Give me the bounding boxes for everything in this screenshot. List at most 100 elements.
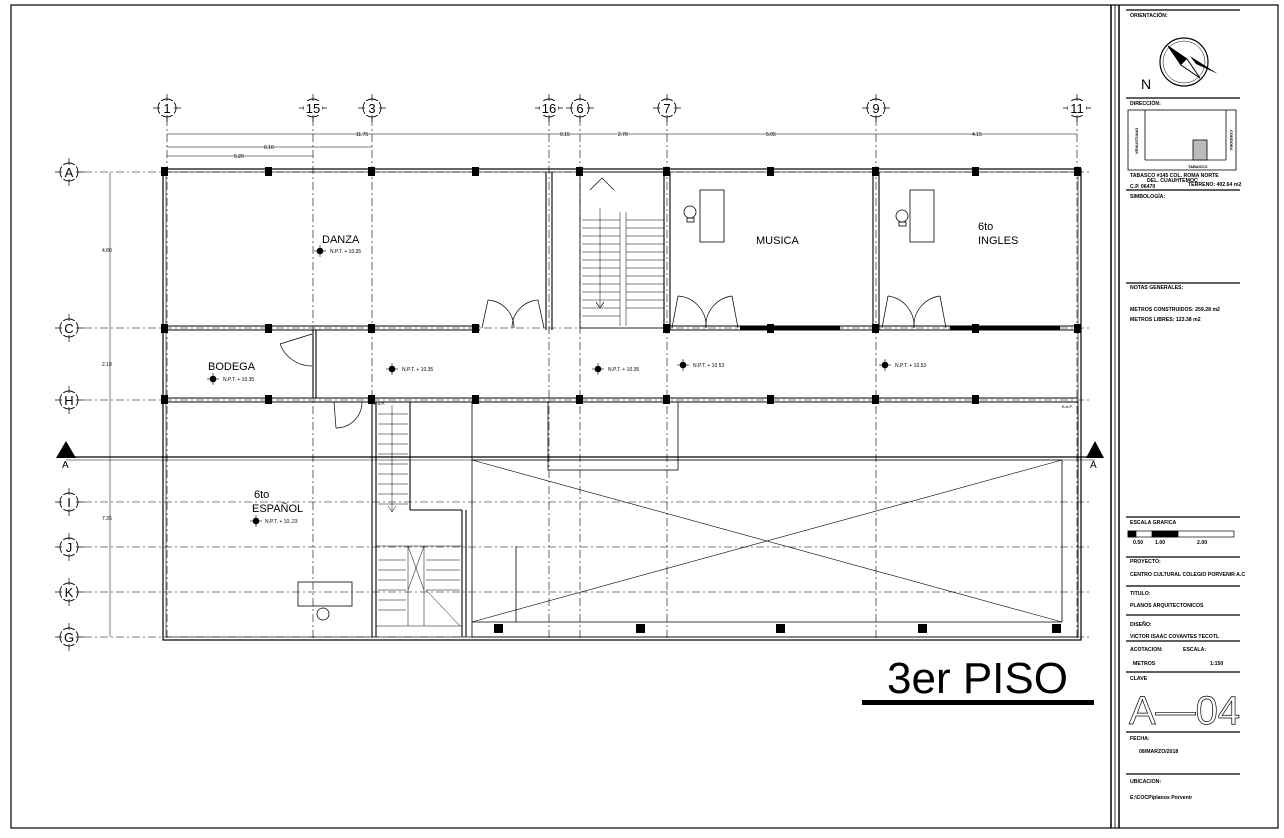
address-line-3: C.P. 06470 xyxy=(1130,184,1155,190)
scale-tick-2: 1.00 xyxy=(1155,540,1165,546)
notas-label: NOTAS GENERALES: xyxy=(1130,285,1183,291)
level-tag-hall-1: N.P.T. + 10.35 xyxy=(402,367,433,373)
graphic-scale-bar xyxy=(1127,530,1235,538)
orientacion-label: ORIENTACIÓN: xyxy=(1130,11,1168,19)
clave-value: A—04 xyxy=(1129,689,1240,733)
lower-stairs xyxy=(375,405,463,627)
axis-label-a: A xyxy=(65,165,74,180)
axis-label-11: 11 xyxy=(1070,101,1084,116)
section-marker-left-icon xyxy=(56,441,76,458)
metros-construidos: METROS CONSTRUIDOS: 259.28 m2 xyxy=(1130,307,1220,313)
plan-title: 3er PISO xyxy=(887,654,1068,703)
grid-lines-horizontal xyxy=(84,171,1090,638)
axis-label-16: 16 xyxy=(542,101,556,116)
axis-label-c: C xyxy=(64,321,73,336)
titulo-label: TITULO: xyxy=(1130,591,1151,597)
room-bodega: BODEGA xyxy=(208,361,256,373)
ubicacion-value: E:\COCP\planos Porvenir xyxy=(1130,795,1192,801)
level-tag-hall-4: N.P.T. + 10.53 xyxy=(895,363,926,369)
escala-value: 1:150 xyxy=(1210,661,1223,667)
bap-label: B.A.P. xyxy=(1062,404,1073,409)
dim-top-3: 5.20 xyxy=(234,154,244,160)
north-compass-icon xyxy=(1159,37,1218,87)
title-block: ORIENTACIÓN: N DIRECCIÓN: VENUSTIANO COR… xyxy=(1110,5,1245,828)
room-danza: DANZA xyxy=(322,234,360,246)
room-musica: MUSICA xyxy=(756,235,799,247)
plan-title-underline xyxy=(862,700,1094,705)
furniture xyxy=(297,189,935,621)
section-label-left: A xyxy=(62,460,69,471)
axis-label-3: 3 xyxy=(368,101,375,116)
axis-label-7: 7 xyxy=(663,101,670,116)
location-sketch xyxy=(1127,109,1237,171)
fecha-label: FECHA: xyxy=(1130,736,1150,742)
street-bottom: TABASCO xyxy=(1188,164,1207,169)
dim-top-7: 4.15 xyxy=(972,132,982,138)
columns xyxy=(161,167,1081,633)
address-line-2: DEL. CUAUHTEMOC xyxy=(1147,178,1198,184)
dim-top-2: 6.10 xyxy=(264,145,274,151)
diseno-value: VICTOR ISAAC COVANTES TECOTL xyxy=(1130,634,1220,640)
acotacion-label: ACOTACION: xyxy=(1130,647,1163,653)
dim-left-3: 7.35 xyxy=(102,516,112,522)
escala-grafica-label: ESCALA GRAFICA xyxy=(1130,520,1176,526)
terreno-value: TERRENO: 402.64 m2 xyxy=(1188,182,1241,188)
axis-label-15: 15 xyxy=(306,101,320,116)
proyecto-value: CENTRO CULTURAL COLEGIO PORVENIR A.C xyxy=(1130,572,1245,578)
doors xyxy=(279,295,947,429)
dim-top-4: 0.15 xyxy=(560,132,570,138)
room-ingles-line1: 6to xyxy=(978,221,993,233)
titulo-value: PLANOS ARQUITECTONICOS xyxy=(1130,603,1204,609)
dim-left-2: 2.18 xyxy=(102,362,112,368)
axis-label-9: 9 xyxy=(872,101,879,116)
axis-label-1: 1 xyxy=(163,101,170,116)
bap-label-stair: B.A.P. xyxy=(374,401,385,406)
address-line-1: TABASCO #145 COL. ROMA NORTE xyxy=(1130,173,1219,179)
grid-lines-vertical xyxy=(166,118,1078,640)
section-label-right: A xyxy=(1090,460,1097,471)
level-tag-hall-2: N.P.T. + 10.35 xyxy=(608,367,639,373)
room-espanol-line1: 6to xyxy=(254,489,269,501)
axis-bubbles-vertical xyxy=(157,98,1087,118)
sheet-border xyxy=(10,4,1279,829)
axis-label-g: G xyxy=(64,630,74,645)
upper-stairs xyxy=(582,177,664,326)
simbologia-label: SIMBOLOGÍA: xyxy=(1130,192,1165,200)
dimension-lines-top xyxy=(167,133,1077,157)
street-left: VENUSTIANO xyxy=(1134,128,1139,154)
section-line xyxy=(66,456,1095,461)
floor-plan: 11.75 6.10 5.20 0.15 2.70 5.05 4.15 4.80… xyxy=(55,94,1104,705)
ubicacion-label: UBICACION: xyxy=(1130,779,1161,785)
scale-tick-1: 0.50 xyxy=(1133,540,1143,546)
scale-tick-3: 2.00 xyxy=(1197,540,1207,546)
diseno-label: DISEÑO: xyxy=(1130,621,1152,628)
acotacion-value: METROS xyxy=(1133,661,1156,667)
axis-label-i: I xyxy=(67,495,71,510)
axis-label-k: K xyxy=(65,585,74,600)
axis-label-6: 6 xyxy=(576,101,583,116)
level-tag-hall-3: N.P.T. + 10.53 xyxy=(693,363,724,369)
north-label: N xyxy=(1141,76,1151,92)
axis-label-h: H xyxy=(64,393,73,408)
level-tag-espanol: N.P.T. + 10..23 xyxy=(265,519,298,525)
direccion-label: DIRECCIÓN: xyxy=(1130,99,1161,107)
level-marker-icons xyxy=(207,245,891,527)
void-cross xyxy=(471,459,1063,623)
room-espanol-line2: ESPAÑOL xyxy=(252,502,303,515)
fecha-value: 08/MARZO/2018 xyxy=(1139,749,1178,755)
section-marker-right-icon xyxy=(1086,441,1104,458)
dim-left-1: 4.80 xyxy=(102,248,112,254)
street-right: CORDOBA xyxy=(1229,130,1234,151)
room-ingles-line2: INGLES xyxy=(978,235,1018,247)
proyecto-label: PROYECTO: xyxy=(1130,559,1161,565)
axis-label-j: J xyxy=(66,540,73,555)
exterior-walls xyxy=(162,168,1082,641)
escala-label: ESCALA: xyxy=(1183,647,1206,653)
dim-top-1: 11.75 xyxy=(356,132,368,138)
clave-label: CLAVE xyxy=(1130,676,1148,682)
dim-top-5: 2.70 xyxy=(618,132,628,138)
level-tag-bodega: N.P.T. + 10.35 xyxy=(223,377,254,383)
dim-top-6: 5.05 xyxy=(766,132,776,138)
metros-libres: METROS LIBRES: 123.38 m2 xyxy=(1130,317,1201,323)
